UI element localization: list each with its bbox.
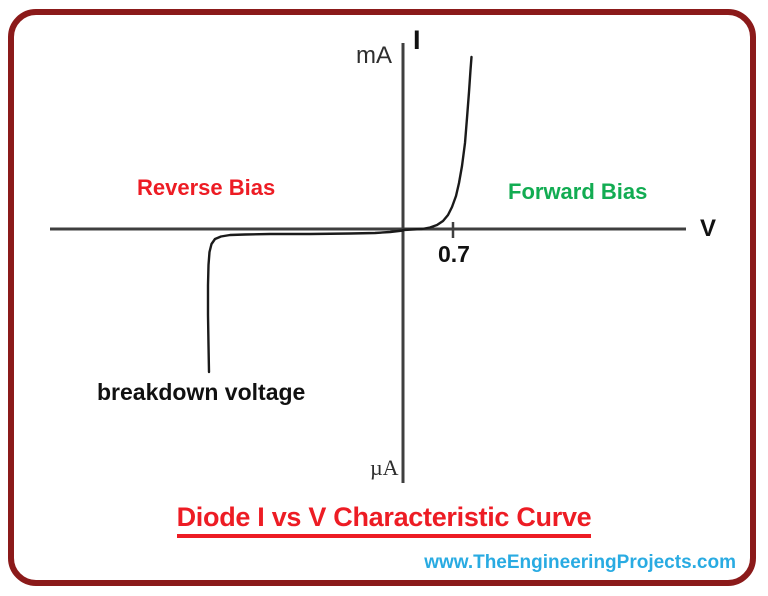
x-axis-symbol-label: V: [700, 215, 717, 242]
y-axis-unit-ua-label: µA: [370, 455, 399, 480]
chart-title: Diode I vs V Characteristic Curve: [0, 504, 768, 538]
knee-voltage-label: 0.7: [438, 241, 470, 267]
forward-curve: [401, 55, 473, 232]
watermark-url: www.TheEngineeringProjects.com: [424, 552, 736, 573]
chart-title-text: Diode I vs V Characteristic Curve: [176, 504, 592, 538]
y-axis-symbol-label: I: [413, 25, 421, 55]
forward-bias-label: Forward Bias: [508, 179, 648, 204]
reverse-bias-label: Reverse Bias: [137, 175, 276, 200]
maroon-border-frame: [8, 9, 756, 586]
breakdown-voltage-label: breakdown voltage: [97, 379, 306, 405]
reverse-curve: [206, 229, 405, 374]
y-axis-unit-ma-label: mA: [356, 42, 392, 69]
